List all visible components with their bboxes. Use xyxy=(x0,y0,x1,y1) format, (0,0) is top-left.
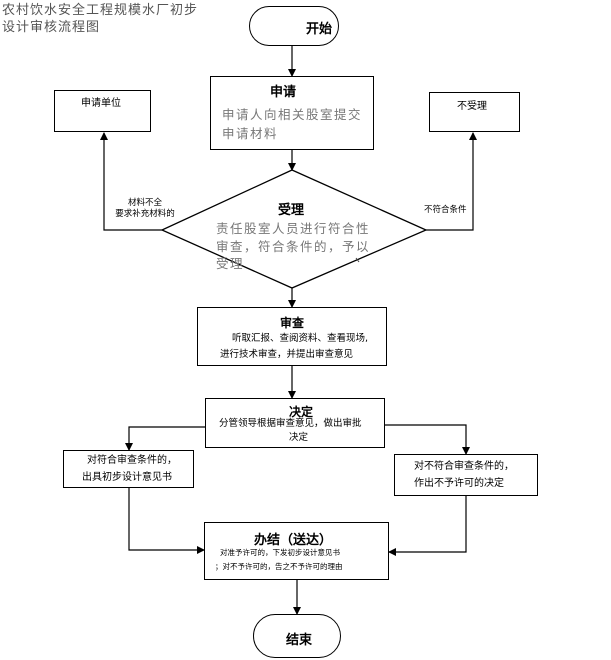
approve-text-2: 出具初步设计意见书 xyxy=(82,472,172,483)
accept-diamond-shape xyxy=(160,169,428,289)
decide-title: 决定 xyxy=(289,405,314,419)
review-box: 审查 听取汇报、查阅资料、查看现场, 进行技术审查，并提出审查意见 xyxy=(197,307,387,366)
arrow-accept-applicant xyxy=(100,132,162,231)
apply-text-2: 申请材料 xyxy=(222,126,279,141)
deliver-box: 办结（送达） 对准予许可的，下发初步设计意见书 ；对不予许可的，告之不予许可的理… xyxy=(204,522,389,580)
end-label: 结束 xyxy=(286,633,313,648)
applicant-unit-box: 申请单位 xyxy=(54,90,151,132)
deliver-text-1: 对准予许可的，下发初步设计意见书 xyxy=(220,548,340,557)
end-terminator: 结束 xyxy=(253,614,341,658)
review-text-1: 听取汇报、查阅资料、查看现场, xyxy=(232,333,369,344)
not-qualified-label: 不符合条件 xyxy=(424,205,467,215)
start-terminator: 开始 xyxy=(249,6,339,46)
approve-text-1: 对符合审查条件的， xyxy=(87,455,177,466)
arrow-approve-deliver xyxy=(128,488,205,554)
applicant-unit-label: 申请单位 xyxy=(81,98,121,109)
decide-text-1: 分管领导根据审查意见，做出审批 xyxy=(219,418,362,429)
accept-text-1: 责任股室人员进行符合性 xyxy=(216,221,371,236)
arrow-reject-deliver xyxy=(388,496,467,556)
not-accepted-box: 不受理 xyxy=(429,92,520,132)
accept-text-3: 受理 xyxy=(216,256,245,271)
incomplete-label-1: 材料不全 xyxy=(127,198,162,208)
arrow-decide-approve xyxy=(125,426,205,451)
deliver-title: 办结（送达） xyxy=(254,533,333,548)
apply-box: 申请 申请人向相关股室提交 申请材料 xyxy=(210,76,374,150)
apply-text-1: 申请人向相关股室提交 xyxy=(222,107,363,122)
arrow-decide-reject xyxy=(385,424,470,455)
title-line-1: 农村饮水安全工程规模水厂初步 xyxy=(2,3,199,18)
reject-text-1: 对不符合审查条件的， xyxy=(414,461,514,472)
title-line-2: 设计审核流程图 xyxy=(2,20,101,35)
incomplete-materials-label: 材料不全 要求补充材料的 xyxy=(104,198,186,220)
start-label: 开始 xyxy=(305,22,332,37)
decide-box: 决定 分管领导根据审查意见，做出审批 决定 xyxy=(205,398,385,448)
review-text-2: 进行技术审查，并提出审查意见 xyxy=(220,349,354,360)
reject-box: 对不符合审查条件的， 作出不予许可的决定 xyxy=(394,454,538,496)
diagram-title: 农村饮水安全工程规模水厂初步 设计审核流程图 xyxy=(2,2,198,36)
accept-text-2: 审查，符合条件的，予以 xyxy=(216,239,371,254)
not-accepted-label: 不受理 xyxy=(457,101,487,112)
approve-box: 对符合审查条件的， 出具初步设计意见书 xyxy=(63,450,194,488)
accept-title: 受理 xyxy=(278,203,305,218)
apply-title: 申请 xyxy=(270,85,297,100)
review-title: 审查 xyxy=(280,316,305,330)
decide-text-2: 决定 xyxy=(289,432,309,443)
reject-text-2: 作出不予许可的决定 xyxy=(414,478,504,489)
arrow-accept-notaccepted xyxy=(426,132,477,231)
deliver-text-2: ；对不予许可的，告之不予许可的理由 xyxy=(215,562,343,571)
incomplete-label-2: 要求补充材料的 xyxy=(115,209,175,219)
